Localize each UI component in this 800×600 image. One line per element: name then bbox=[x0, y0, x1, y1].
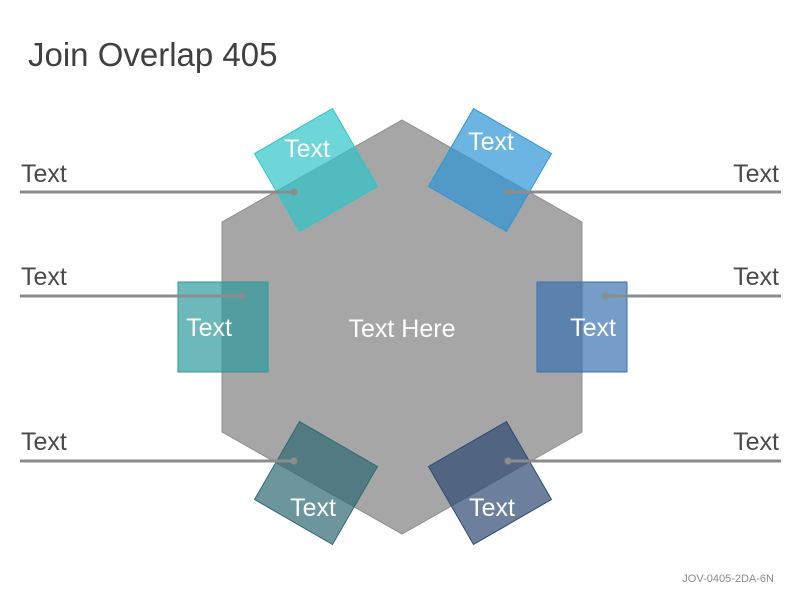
box-label-bot-left: Text bbox=[290, 494, 336, 522]
box-label-mid-right: Text bbox=[570, 314, 616, 342]
box-label-bot-right: Text bbox=[469, 494, 515, 522]
side-label-right-2: Text bbox=[733, 263, 779, 291]
page-title: Join Overlap 405 bbox=[28, 36, 278, 73]
connector-dot-right-3 bbox=[504, 457, 512, 465]
side-label-right-3: Text bbox=[733, 428, 779, 456]
side-label-right-1: Text bbox=[733, 160, 779, 188]
side-label-left-1: Text bbox=[21, 160, 67, 188]
connector-dot-left-1 bbox=[290, 188, 298, 196]
footer-code: JOV-0405-2DA-6N bbox=[682, 573, 774, 585]
box-label-top-left: Text bbox=[284, 135, 330, 163]
box-label-top-right: Text bbox=[468, 128, 514, 156]
connector-dot-left-2 bbox=[238, 292, 246, 300]
center-label: Text Here bbox=[349, 315, 456, 343]
box-label-mid-left: Text bbox=[186, 314, 232, 342]
connector-dot-right-2 bbox=[602, 292, 610, 300]
connector-dot-right-1 bbox=[504, 188, 512, 196]
connector-dot-left-3 bbox=[290, 457, 298, 465]
side-label-left-2: Text bbox=[21, 263, 67, 291]
side-label-left-3: Text bbox=[21, 428, 67, 456]
